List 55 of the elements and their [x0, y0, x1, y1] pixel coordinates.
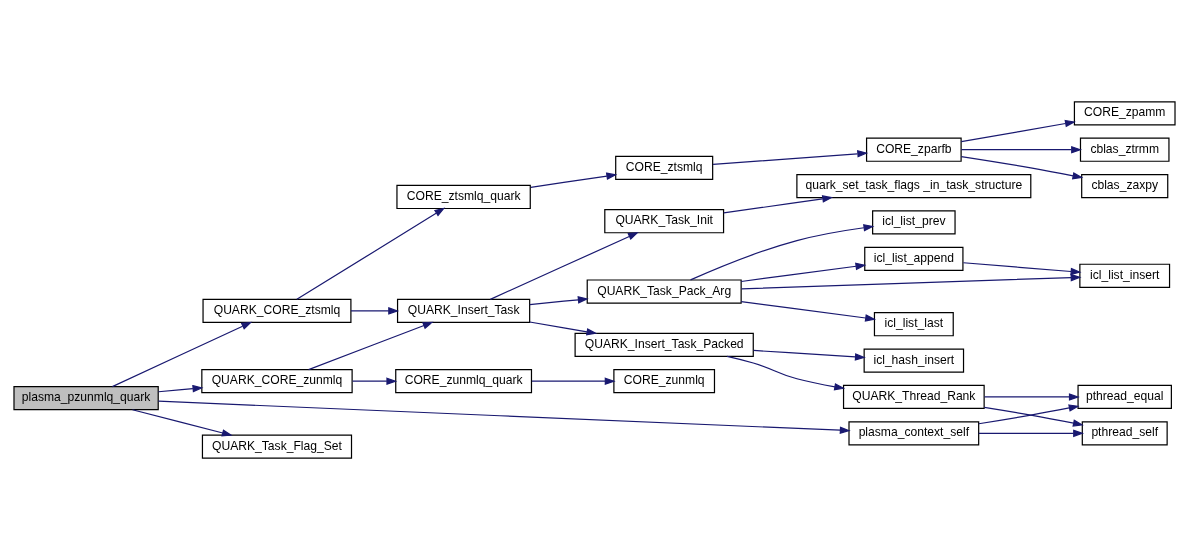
arrow — [978, 429, 1085, 437]
arrow — [489, 231, 639, 300]
node-box: QUARK_Insert_Task — [396, 298, 531, 323]
arrow — [350, 306, 400, 315]
node-box: icl_list_append — [864, 246, 964, 271]
arrow — [726, 355, 846, 391]
arrow — [689, 223, 875, 281]
node-box: QUARK_Task_Flag_Set — [201, 434, 353, 459]
arrow — [960, 119, 1076, 142]
arrow — [712, 149, 869, 165]
node-box: QUARK_CORE_zunmlq — [201, 368, 353, 393]
node-box: CORE_zunmlq_quark — [395, 368, 533, 393]
node-box: icl_list_prev — [872, 209, 956, 235]
node-box: quark_set_task_flags _in_task_structure — [796, 173, 1032, 198]
arrow — [960, 145, 1083, 154]
node-box: cblas_zaxpy — [1081, 173, 1169, 198]
arrow — [352, 376, 398, 385]
node-box: CORE_zpamm — [1073, 100, 1176, 125]
node-box: plasma_pzunmlq_quark — [13, 385, 159, 410]
node-box: icl_hash_insert — [863, 347, 965, 373]
arrow — [753, 349, 866, 361]
node-box: icl_list_insert — [1079, 263, 1171, 288]
arrow — [723, 194, 834, 214]
arrow — [983, 392, 1080, 401]
arrow — [740, 262, 867, 282]
arrow — [983, 406, 1084, 427]
node-box: plasma_context_self — [848, 420, 980, 445]
arrow — [529, 295, 589, 305]
arrow — [531, 376, 616, 385]
arrow — [960, 155, 1084, 179]
arrow — [978, 403, 1080, 424]
node-box: cblas_ztrmm — [1079, 137, 1170, 162]
node-box: CORE_zunmlq — [613, 368, 716, 393]
arrow — [131, 408, 233, 437]
node-box: CORE_zparfb — [865, 137, 962, 162]
node-box: CORE_ztsmlq_quark — [396, 184, 531, 209]
node-box: icl_list_last — [873, 311, 954, 336]
node-box: pthread_self — [1081, 420, 1168, 445]
node-box: QUARK_Task_Init — [604, 208, 725, 233]
arrow — [111, 321, 253, 387]
node-box: CORE_ztsmlq — [615, 155, 714, 180]
node-box: pthread_equal — [1077, 384, 1172, 409]
arrow — [157, 384, 204, 392]
arrow — [962, 261, 1082, 275]
arrow — [296, 207, 446, 300]
node-box: QUARK_Thread_Rank — [842, 384, 985, 409]
arrow — [308, 321, 434, 370]
node-box: QUARK_Task_Pack_Arg — [586, 278, 742, 304]
arrow — [529, 320, 598, 336]
arrow — [157, 400, 851, 434]
node-box: QUARK_CORE_ztsmlq — [202, 298, 352, 323]
node-box: QUARK_Insert_Task_Packed — [574, 332, 754, 357]
arrow — [740, 300, 876, 322]
arrow — [740, 273, 1082, 289]
arrow — [530, 171, 618, 188]
